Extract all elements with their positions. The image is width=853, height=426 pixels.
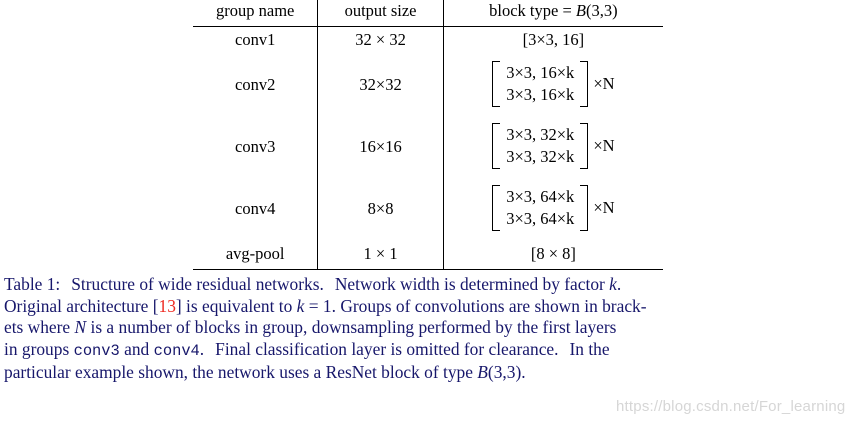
caption-line-2: Original architecture [13] is equivalent… bbox=[4, 296, 849, 318]
matrix-line: 3×3, 32×k bbox=[506, 146, 575, 166]
caption-label: Table 1: bbox=[4, 274, 61, 294]
caption-symbol-k: k bbox=[296, 295, 305, 316]
matrix-line: 3×3, 16×k bbox=[506, 62, 575, 82]
right-bracket-icon bbox=[580, 183, 589, 233]
cell-group-name: conv4 bbox=[235, 199, 276, 219]
block-multiplier: ×N bbox=[593, 73, 615, 93]
block-simple: [3×3, 16] bbox=[522, 30, 585, 50]
cell-output-size: 32×32 bbox=[317, 54, 444, 117]
caption-line1-end: . bbox=[616, 274, 622, 294]
caption-line2-eq: = 1 bbox=[308, 295, 332, 316]
caption-line-5: particular example shown, the network us… bbox=[4, 362, 849, 384]
caption-line2-a: Original architecture [ bbox=[4, 295, 159, 316]
cell-output-size: 8×8 bbox=[317, 178, 444, 241]
caption-line4-and: and bbox=[124, 338, 150, 359]
column-header-output-size: output size bbox=[317, 0, 444, 27]
block-simple: [8 × 8] bbox=[530, 244, 576, 264]
cell-output-size: 1 × 1 bbox=[317, 240, 444, 270]
structure-table: group name output size block type = B(3,… bbox=[193, 0, 663, 270]
cell-block-type: [8 × 8] bbox=[443, 240, 663, 270]
right-bracket-icon bbox=[580, 121, 589, 171]
block-matrix: 3×3, 32×k 3×3, 32×k ×N bbox=[492, 121, 615, 171]
table-row: conv4 8×8 3×3, 64×k 3×3, 64×k ×N bbox=[193, 178, 663, 241]
caption-line5-args: (3,3) bbox=[487, 362, 522, 383]
table-row: conv3 16×16 3×3, 32×k 3×3, 32×k ×N bbox=[193, 116, 663, 179]
cell-block-type: 3×3, 16×k 3×3, 16×k ×N bbox=[443, 55, 663, 117]
caption-line-1: Table 1: Structure of wide residual netwo… bbox=[4, 274, 849, 296]
caption-line4-c: Final classification layer is omitted fo… bbox=[215, 338, 559, 359]
right-bracket-icon bbox=[580, 59, 589, 109]
table-body: conv1 32 × 32 [3×3, 16] conv2 32×32 3×3,… bbox=[193, 26, 663, 270]
table-row: conv1 32 × 32 [3×3, 16] bbox=[193, 26, 663, 55]
block-matrix: 3×3, 64×k 3×3, 64×k ×N bbox=[492, 183, 615, 233]
cell-group-name: conv3 bbox=[235, 137, 276, 157]
caption-line-3: ets where N is a number of blocks in gro… bbox=[4, 317, 849, 339]
column-header-block-type: block type = B(3,3) bbox=[443, 0, 663, 27]
caption-line2-c: . Groups of convolutions are shown in br… bbox=[331, 295, 647, 316]
matrix-rows: 3×3, 16×k 3×3, 16×k bbox=[500, 59, 580, 109]
table-head: group name output size block type = B(3,… bbox=[193, 0, 663, 27]
block-matrix: 3×3, 16×k 3×3, 16×k ×N bbox=[492, 59, 615, 109]
cell-group-name: conv1 bbox=[235, 30, 276, 50]
caption-line1-b: Network width is determined by factor bbox=[334, 274, 605, 294]
left-bracket-icon bbox=[492, 183, 501, 233]
left-bracket-icon bbox=[492, 121, 501, 171]
column-header-group-name: group name bbox=[193, 0, 318, 27]
caption-code-conv3: conv3 bbox=[73, 341, 120, 360]
caption-symbol-B: B bbox=[477, 362, 488, 383]
cell-group-name: avg-pool bbox=[193, 240, 318, 270]
caption-symbol-N: N bbox=[74, 317, 87, 338]
block-multiplier: ×N bbox=[593, 135, 615, 155]
matrix-rows: 3×3, 32×k 3×3, 32×k bbox=[500, 121, 580, 171]
caption-line4-b: . bbox=[199, 338, 205, 359]
block-multiplier: ×N bbox=[593, 197, 615, 217]
csdn-watermark: https://blog.csdn.net/For_learning bbox=[616, 398, 846, 415]
matrix-line: 3×3, 32×k bbox=[506, 124, 575, 144]
caption-symbol-k: k bbox=[609, 274, 617, 294]
cell-block-type: 3×3, 64×k 3×3, 64×k ×N bbox=[443, 179, 663, 241]
block-type-prefix: block type = bbox=[489, 1, 576, 20]
matrix-line: 3×3, 16×k bbox=[506, 84, 575, 104]
caption-line4-a: in groups bbox=[4, 338, 70, 359]
block-type-args: (3,3) bbox=[585, 1, 618, 20]
caption-line3-b: is a number of blocks in group, downsamp… bbox=[90, 317, 617, 338]
cell-output-size: 32 × 32 bbox=[317, 26, 444, 55]
caption-line2-b: ] is equivalent to bbox=[175, 295, 293, 316]
block-type-symbol: B bbox=[575, 1, 586, 20]
table-caption: Table 1: Structure of wide residual netwo… bbox=[4, 274, 849, 384]
matrix-line: 3×3, 64×k bbox=[506, 186, 575, 206]
caption-line3-a: ets where bbox=[4, 317, 71, 338]
caption-code-conv4: conv4 bbox=[153, 341, 200, 360]
caption-line1-a: Structure of wide residual networks. bbox=[71, 274, 324, 294]
citation-13[interactable]: 13 bbox=[158, 295, 176, 316]
caption-line-4: in groups conv3 and conv4. Final classifi… bbox=[4, 339, 849, 363]
caption-line5-end: . bbox=[521, 362, 526, 383]
table-container: group name output size block type = B(3,… bbox=[193, 0, 663, 270]
caption-line4-d: In the bbox=[569, 338, 610, 359]
table-header-row: group name output size block type = B(3,… bbox=[193, 0, 663, 27]
matrix-line: 3×3, 64×k bbox=[506, 208, 575, 228]
matrix-rows: 3×3, 64×k 3×3, 64×k bbox=[500, 183, 580, 233]
table-row: avg-pool 1 × 1 [8 × 8] bbox=[193, 240, 663, 270]
cell-group-name: conv2 bbox=[235, 75, 276, 95]
caption-line5-a: particular example shown, the network us… bbox=[4, 362, 473, 383]
left-bracket-icon bbox=[492, 59, 501, 109]
cell-block-type: [3×3, 16] bbox=[443, 26, 663, 55]
table-row: conv2 32×32 3×3, 16×k 3×3, 16×k ×N bbox=[193, 54, 663, 117]
cell-block-type: 3×3, 32×k 3×3, 32×k ×N bbox=[443, 117, 663, 179]
cell-output-size: 16×16 bbox=[317, 116, 444, 179]
